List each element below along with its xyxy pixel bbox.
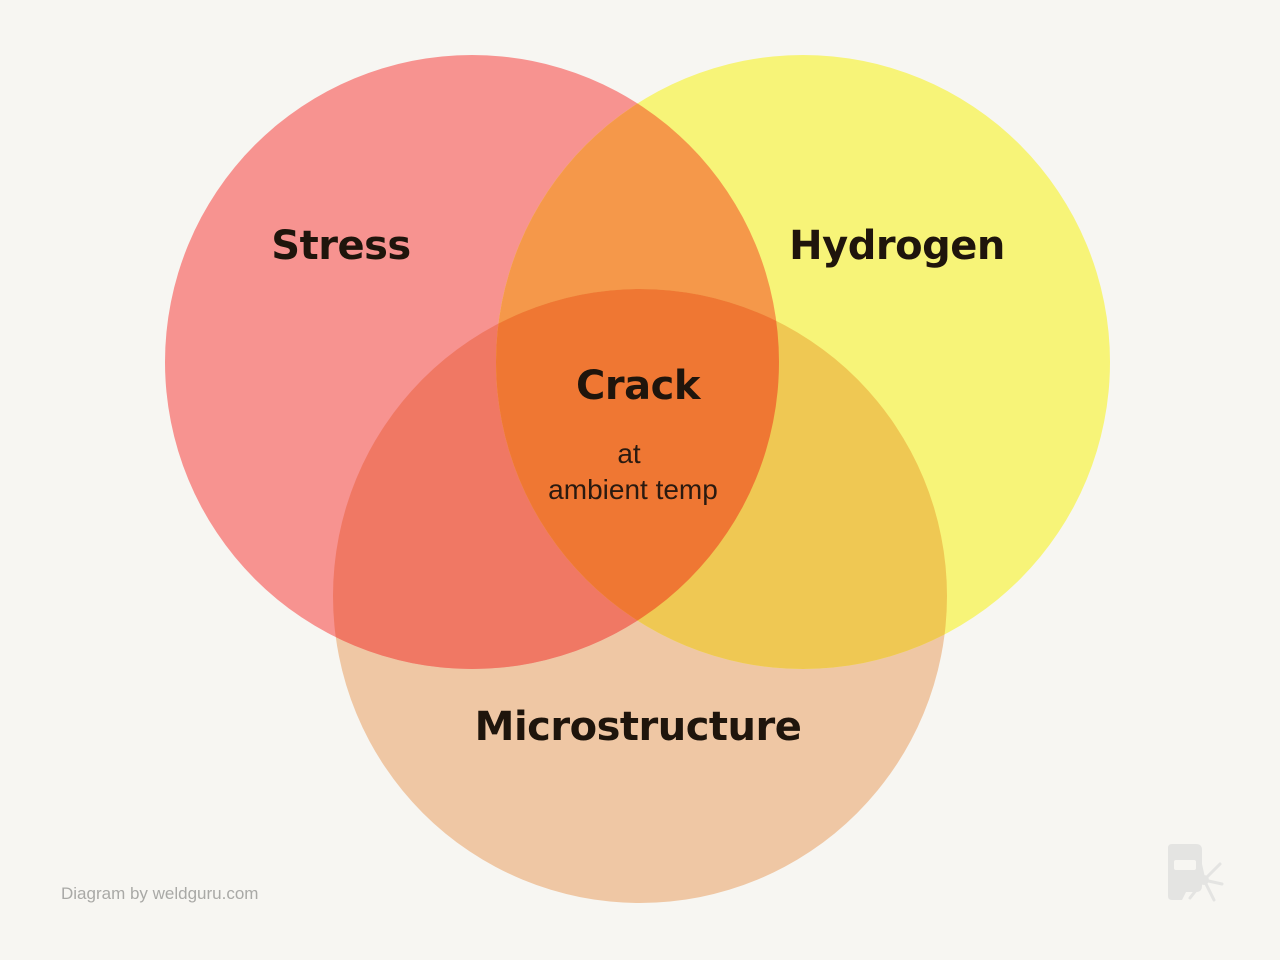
welding-helmet-spark-icon — [1168, 844, 1224, 902]
stress-label: Stress — [271, 223, 411, 269]
hydrogen-label: Hydrogen — [789, 223, 1005, 269]
crack-label: Crack — [576, 363, 700, 409]
microstructure-label: Microstructure — [474, 704, 802, 750]
crack-note-line1: at — [617, 438, 641, 469]
triple-overlap-region — [496, 289, 779, 669]
credit-text: Diagram by weldguru.com — [61, 884, 259, 903]
crack-note-line2: ambient temp — [548, 474, 718, 505]
